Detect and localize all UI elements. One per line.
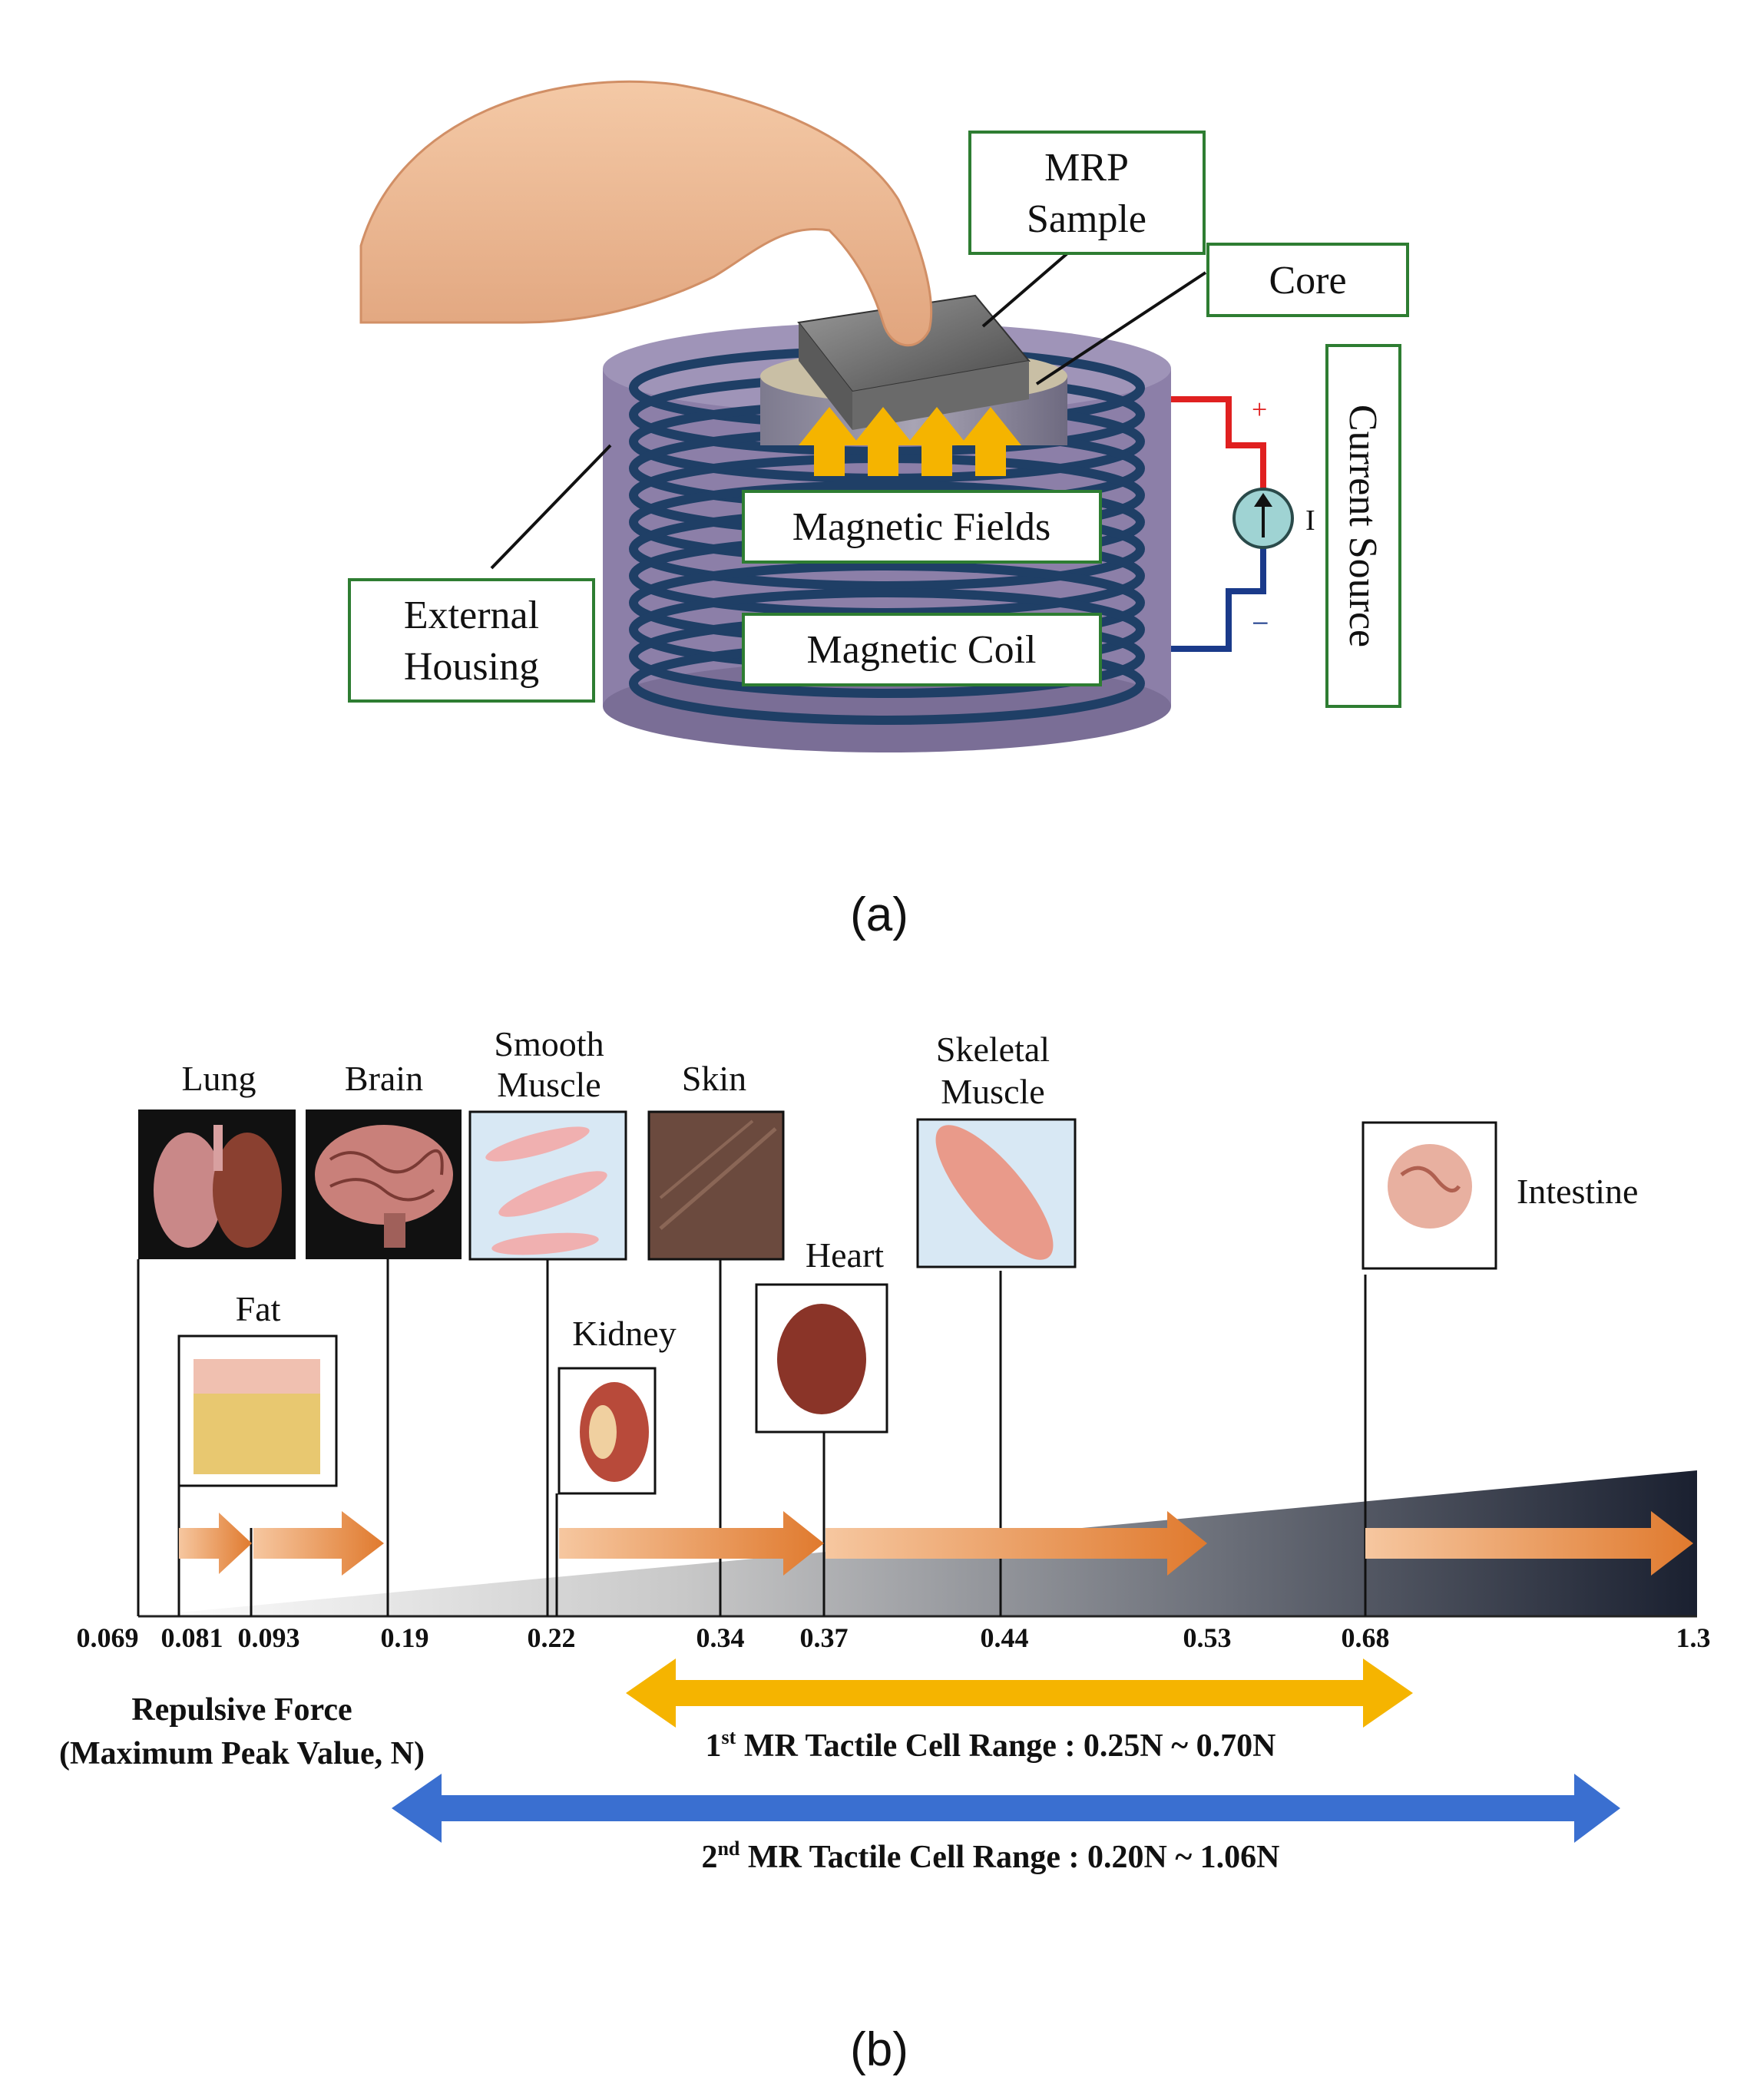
caption-a: (a) [850,888,908,941]
current-symbol: I [1305,504,1315,537]
svg-text:Magnetic Fields: Magnetic Fields [792,505,1051,549]
label-magnetic-fields: Magnetic Fields [742,490,1102,564]
trend-arrows [179,1511,1693,1576]
tick-labels: 0.069 0.081 0.093 0.19 0.22 0.34 0.37 0.… [77,1622,1711,1653]
label-mrp-sample: MRP Sample [968,131,1206,255]
tick-0-081: 0.081 [161,1622,223,1653]
trend-arrow-4 [825,1511,1207,1576]
tick-0-53: 0.53 [1183,1622,1232,1653]
svg-text:Lung: Lung [181,1059,256,1098]
tick-0-22: 0.22 [528,1622,576,1653]
label-external-housing: External Housing [348,578,595,703]
caption-b: (b) [850,2023,908,2076]
svg-text:External: External [404,594,539,637]
trend-arrow-3 [559,1511,824,1576]
tissue-skeletal-muscle: Skeletal Muscle [916,1030,1077,1268]
svg-text:Brain: Brain [345,1059,423,1098]
svg-text:Intestine: Intestine [1517,1172,1638,1211]
svg-text:Sample: Sample [1027,197,1146,241]
svg-text:Heart: Heart [806,1235,884,1275]
hand-drawing [359,80,933,347]
tissue-smooth-muscle: Smooth Muscle [468,1024,627,1261]
range-1-arrow [626,1659,1413,1728]
svg-text:Skin: Skin [682,1059,746,1098]
svg-text:Muscle: Muscle [497,1065,601,1104]
svg-text:MRP: MRP [1044,146,1129,190]
range-2-label: 2nd MR Tactile Cell Range : 0.20N ~ 1.06… [701,1837,1279,1875]
svg-text:Magnetic Coil: Magnetic Coil [807,628,1037,672]
label-magnetic-coil: Magnetic Coil [742,613,1102,686]
tissue-intestine: Intestine [1361,1121,1638,1270]
tick-0-37: 0.37 [800,1622,849,1653]
tick-0-34: 0.34 [696,1622,745,1653]
svg-text:Skeletal: Skeletal [936,1030,1050,1069]
svg-text:Core: Core [1269,259,1346,303]
tissue-brain: Brain [306,1059,462,1259]
svg-text:Repulsive Force: Repulsive Force [131,1692,352,1728]
label-current-source: Current Source [1325,344,1401,708]
svg-text:Current Source: Current Source [1341,405,1385,647]
tick-0-069: 0.069 [77,1622,139,1653]
tick-0-19: 0.19 [381,1622,429,1653]
tissue-lung: Lung [138,1059,296,1259]
magnetic-field-arrows [799,407,1021,476]
panel-a: I + − MRP Sample Core Current Source Mag… [348,80,1409,941]
svg-text:Housing: Housing [404,645,539,689]
tick-0-44: 0.44 [981,1622,1029,1653]
trend-arrow-5 [1365,1511,1693,1576]
tick-0-68: 0.68 [1342,1622,1390,1653]
trend-arrow-2 [253,1511,384,1576]
range-2-arrow [392,1774,1620,1843]
axis-title: Repulsive Force (Maximum Peak Value, N) [59,1692,425,1771]
svg-text:Fat: Fat [236,1289,281,1328]
tissue-fat: Fat [177,1289,338,1487]
svg-text:Smooth: Smooth [494,1024,604,1063]
tick-1-3: 1.3 [1676,1622,1711,1653]
range-1-label: 1st MR Tactile Cell Range : 0.25N ~ 0.70… [706,1726,1276,1764]
svg-text:Muscle: Muscle [941,1072,1044,1111]
leader-lines [490,252,1207,570]
skin-icon [647,1110,785,1261]
svg-text:(Maximum Peak Value, N): (Maximum Peak Value, N) [59,1736,425,1771]
label-core: Core [1206,243,1409,317]
panel-b: 0.069 0.081 0.093 0.19 0.22 0.34 0.37 0.… [59,1024,1711,2076]
trend-arrow-1 [179,1513,252,1574]
minus-sign: − [1252,606,1269,640]
current-source-circuit: I + − [1171,394,1315,652]
svg-text:Kidney: Kidney [572,1314,676,1353]
tick-0-093: 0.093 [238,1622,300,1653]
tissue-kidney: Kidney [557,1314,677,1495]
plus-sign: + [1252,394,1267,425]
tissue-skin: Skin [647,1059,785,1261]
tissue-heart: Heart [755,1235,888,1434]
